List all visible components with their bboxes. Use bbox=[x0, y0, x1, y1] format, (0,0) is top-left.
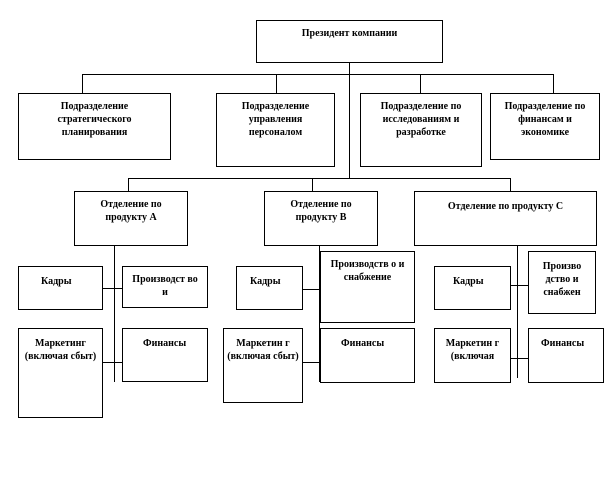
division-a-personnel: Кадры bbox=[18, 266, 103, 310]
division-a-title: Отделение по продукту А bbox=[100, 199, 162, 223]
division-b-personnel-label: Кадры bbox=[250, 276, 281, 287]
president-box: Президент компании bbox=[256, 20, 443, 63]
division-a-production-label: Производст во и bbox=[132, 274, 198, 298]
division-a-finance: Финансы bbox=[122, 328, 208, 382]
staff-box-research: Подразделение по исследованиям и разрабо… bbox=[360, 93, 482, 167]
division-c-personnel: Кадры bbox=[434, 266, 511, 310]
staff-label-research: Подразделение по исследованиям и разрабо… bbox=[380, 101, 462, 138]
division-b-marketing: Маркетин г (включая сбыт) bbox=[223, 328, 303, 403]
division-b-marketing-label: Маркетин г (включая сбыт) bbox=[227, 338, 299, 362]
division-b-production: Производств о и снабжение bbox=[320, 251, 415, 323]
division-c-production-label: Произво дство и снабжен bbox=[542, 261, 582, 298]
staff-box-finance: Подразделение по финансам и экономике bbox=[490, 93, 600, 160]
staff-label-strategic-planning: Подразделение стратегического планирован… bbox=[57, 101, 132, 138]
division-b-finance: Финансы bbox=[320, 328, 415, 383]
division-a-marketing-label: Маркетинг (включая сбыт) bbox=[24, 338, 97, 362]
division-a-finance-label: Финансы bbox=[143, 338, 187, 349]
division-c-box: Отделение по продукту С bbox=[414, 191, 597, 246]
division-c-title: Отделение по продукту С bbox=[447, 201, 564, 212]
division-c-personnel-label: Кадры bbox=[453, 276, 484, 287]
staff-box-personnel: Подразделение управления персоналом bbox=[216, 93, 335, 167]
division-b-box: Отделение по продукту В bbox=[264, 191, 378, 246]
division-b-title: Отделение по продукту В bbox=[290, 199, 352, 223]
division-a-production: Производст во и bbox=[122, 266, 208, 308]
division-a-personnel-label: Кадры bbox=[41, 276, 72, 287]
division-c-finance-label: Финансы bbox=[541, 338, 585, 349]
president-label: Президент компании bbox=[301, 28, 398, 39]
division-a-marketing: Маркетинг (включая сбыт) bbox=[18, 328, 103, 418]
division-b-finance-label: Финансы bbox=[341, 338, 385, 349]
division-c-finance: Финансы bbox=[528, 328, 604, 383]
division-b-personnel: Кадры bbox=[236, 266, 303, 310]
division-c-production: Произво дство и снабжен bbox=[528, 251, 596, 314]
division-a-box: Отделение по продукту А bbox=[74, 191, 188, 246]
staff-label-finance: Подразделение по финансам и экономике bbox=[504, 101, 586, 138]
staff-label-personnel: Подразделение управления персоналом bbox=[241, 101, 310, 138]
division-b-production-label: Производств о и снабжение bbox=[330, 259, 405, 283]
staff-box-strategic-planning: Подразделение стратегического планирован… bbox=[18, 93, 171, 160]
division-c-marketing-label: Маркетин г (включая bbox=[445, 338, 500, 362]
division-c-marketing: Маркетин г (включая bbox=[434, 328, 511, 383]
